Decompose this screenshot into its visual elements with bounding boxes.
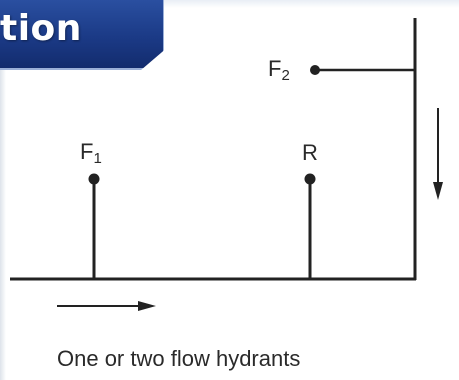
- label-f1-letter: F: [80, 139, 94, 164]
- label-r-letter: R: [302, 140, 318, 165]
- f2-hydrant-dot: [310, 65, 320, 75]
- diagram-caption: One or two flow hydrants: [57, 346, 301, 371]
- left-edge-shade: [0, 60, 6, 380]
- label-f1: F1: [80, 139, 102, 167]
- f1-hydrant-dot: [88, 173, 100, 185]
- top-gradient-strip: [0, 0, 459, 8]
- label-f2-subscript: 2: [281, 67, 290, 84]
- banner-title: tion: [0, 8, 82, 49]
- r-hydrant-dot: [304, 173, 316, 185]
- label-r: R: [302, 142, 318, 164]
- section-banner: tion: [0, 0, 164, 70]
- label-f2-letter: F: [268, 56, 282, 81]
- label-f1-subscript: 1: [93, 150, 102, 167]
- flow-arrow-down-icon: [433, 108, 443, 200]
- flow-arrow-right-icon: [57, 301, 156, 311]
- label-f2: F2: [268, 56, 290, 84]
